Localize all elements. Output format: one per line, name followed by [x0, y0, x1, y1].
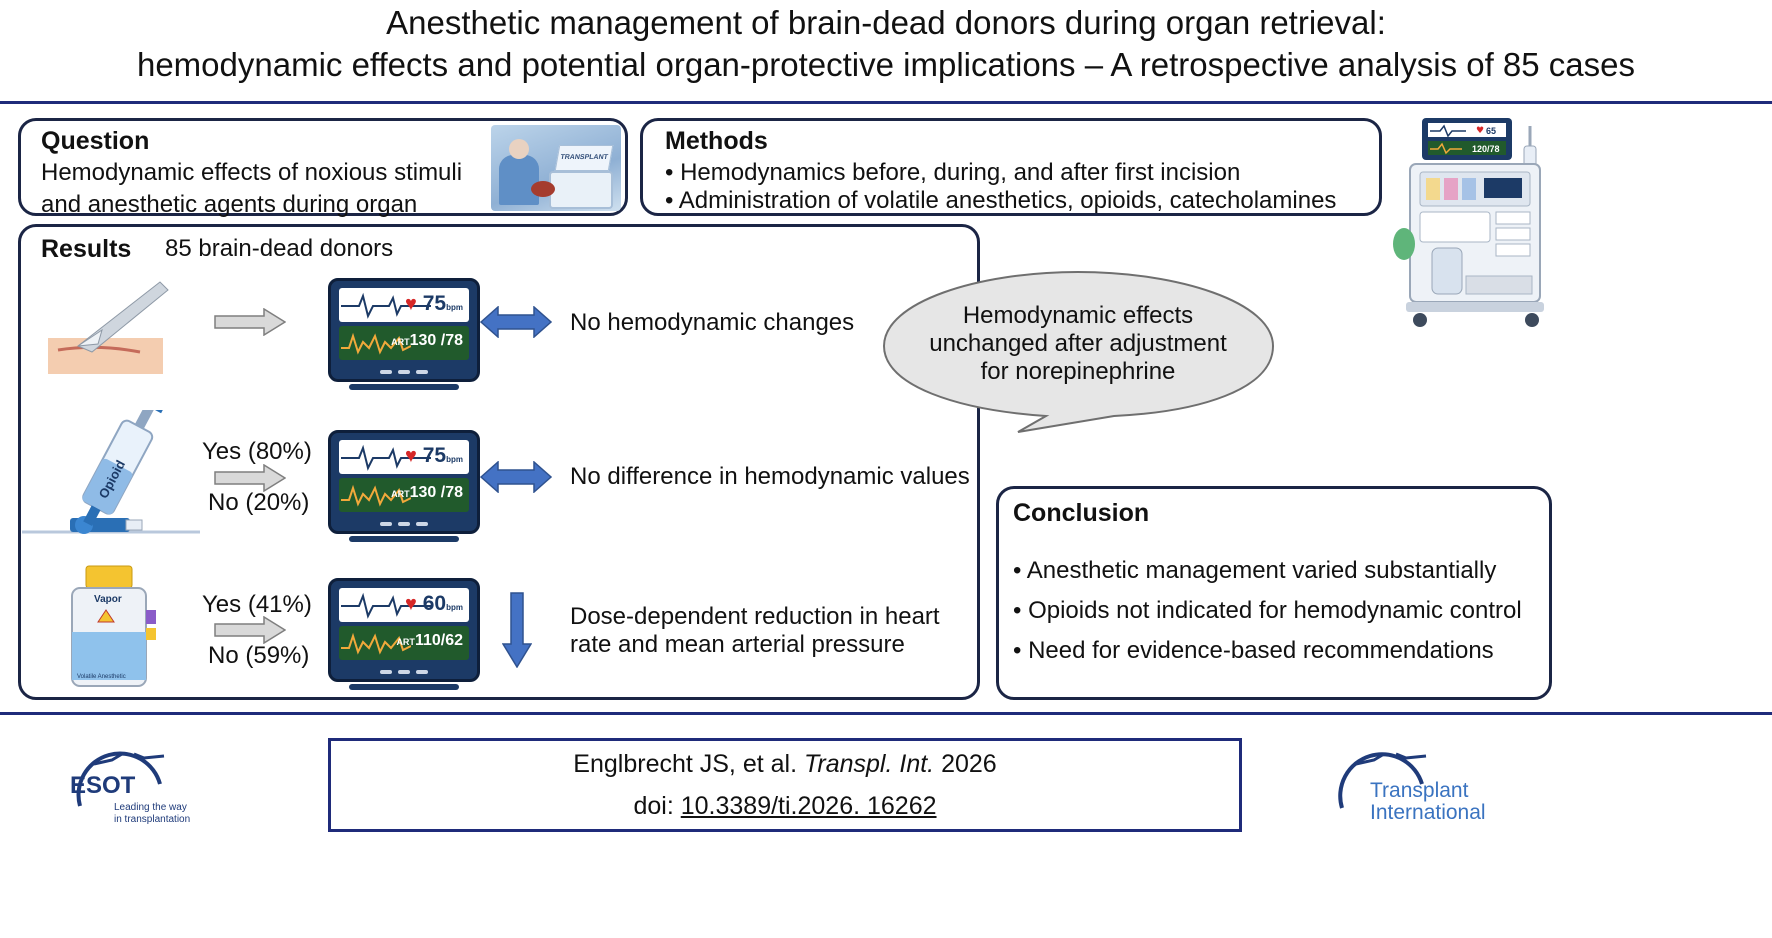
methods-bullet-1: • Hemodynamics before, during, and after…: [665, 159, 1241, 186]
machine-hr: 65: [1486, 126, 1496, 136]
row2-no: No (20%): [208, 489, 310, 516]
row3-gray-arrow: [214, 616, 286, 644]
row1-blood-pressure: 130 /78: [409, 332, 463, 349]
row2-blood-pressure: 130 /78: [409, 484, 463, 501]
esot-tagline-1: Leading the way: [114, 802, 187, 813]
row3-blood-pressure: 110/62: [414, 632, 463, 649]
question-panel: Question Hemodynamic effects of noxious …: [18, 118, 628, 250]
results-subheading: 85 brain-dead donors: [165, 235, 394, 262]
ti-logo-text: Transplant International: [1370, 780, 1486, 824]
ti-logo-line-2: International: [1370, 801, 1486, 824]
results-panel: Results 85 brain-dead donors: [18, 224, 980, 700]
vapor-sub-label: Volatile Anesthetic: [77, 674, 126, 680]
top-divider: [0, 101, 1772, 104]
page-title: Anesthetic management of brain-dead dono…: [0, 2, 1772, 86]
row2-yes: Yes (80%): [202, 438, 312, 465]
vaporizer-image: Vapor Volatile Anesthetic: [64, 562, 164, 692]
transplant-box-label: TRANSPLANT: [554, 145, 614, 171]
vapor-label: Vapor: [94, 594, 122, 605]
transplant-international-logo: Transplant International: [1326, 734, 1536, 830]
row1-double-arrow: [480, 306, 552, 338]
methods-panel: Methods • Hemodynamics before, during, a…: [640, 118, 1382, 216]
question-heading: Question: [41, 127, 150, 155]
citation-box: Englbrecht JS, et al. Transpl. Int. 2026…: [328, 738, 1242, 832]
title-line-2: hemodynamic effects and potential organ-…: [136, 46, 1636, 83]
row3-hr-unit: bpm: [446, 603, 463, 612]
organ-retrieval-image: TRANSPLANT: [491, 125, 621, 211]
row3-outcome-line-2: rate and mean arterial pressure: [570, 631, 905, 658]
scalpel-image: [48, 272, 188, 376]
doi-line: doi: 10.3389/ti.2026. 16262: [331, 785, 1239, 827]
esot-logo: ESOT Leading the way in transplantation: [64, 734, 224, 830]
row1-heart-rate: 75: [422, 292, 447, 315]
citation-year: 2026: [941, 750, 997, 778]
row2-heart-rate: 75: [422, 444, 447, 467]
doi-label: doi:: [633, 792, 674, 820]
row2-gray-arrow: [214, 464, 286, 492]
row3-down-arrow: [502, 592, 532, 668]
conclusion-bullet-1: • Anesthetic management varied substanti…: [1013, 557, 1497, 584]
citation-authors: Englbrecht JS, et al.: [573, 750, 798, 778]
row1-gray-arrow: [214, 308, 286, 336]
row3-bp-prefix: ART: [396, 637, 415, 647]
row1-bp-prefix: ART: [391, 337, 410, 347]
row2-hr-unit: bpm: [446, 455, 463, 464]
ti-logo-line-1: Transplant: [1370, 779, 1469, 802]
callout-line-2: unchanged after adjustment: [929, 330, 1227, 357]
title-line-1: Anesthetic management of brain-dead dono…: [386, 4, 1386, 41]
callout-bubble: [882, 270, 1275, 433]
callout-line-1: Hemodynamic effects: [962, 302, 1194, 329]
citation-line: Englbrecht JS, et al. Transpl. Int. 2026: [331, 743, 1239, 785]
callout-line-3: for norepinephrine: [980, 358, 1176, 385]
row2-monitor: ♥ 75bpm ART130 /78: [328, 430, 480, 542]
row3-heart-rate: 60: [422, 592, 447, 615]
anesthesia-machine-image: 65 ♥ 120/78: [1392, 116, 1564, 334]
row2-bp-prefix: ART: [391, 489, 410, 499]
doi-link[interactable]: 10.3389/ti.2026. 16262: [680, 792, 937, 820]
esot-tagline: Leading the way in transplantation: [114, 802, 190, 826]
machine-bp: 120/78: [1472, 144, 1500, 154]
svg-text:♥: ♥: [1476, 126, 1484, 136]
opioid-syringe-image: Opioid: [22, 395, 202, 540]
callout-text: Hemodynamic effects unchanged after adju…: [900, 302, 1256, 386]
esot-tagline-2: in transplantation: [114, 814, 191, 825]
citation-journal: Transpl. Int.: [803, 750, 935, 778]
row3-no: No (59%): [208, 642, 310, 669]
esot-logo-name: ESOT: [70, 772, 136, 799]
row1-monitor: ♥ 75bpm ART130 /78: [328, 278, 480, 390]
row2-outcome: No difference in hemodynamic values: [570, 463, 970, 490]
results-heading: Results: [41, 235, 132, 263]
conclusion-heading: Conclusion: [1013, 499, 1150, 527]
row1-hr-unit: bpm: [446, 303, 463, 312]
row3-outcome-line-1: Dose-dependent reduction in heart: [570, 603, 940, 630]
row3-yes: Yes (41%): [202, 591, 312, 618]
row3-monitor: ♥ 60bpm ART110/62: [328, 578, 480, 690]
row2-double-arrow: [480, 461, 552, 493]
row1-outcome: No hemodynamic changes: [570, 309, 855, 336]
methods-bullet-2: • Administration of volatile anesthetics…: [665, 187, 1337, 214]
conclusion-bullet-2: • Opioids not indicated for hemodynamic …: [1013, 597, 1522, 624]
conclusion-panel: Conclusion • Anesthetic management varie…: [996, 486, 1552, 700]
methods-heading: Methods: [665, 127, 768, 155]
question-text: Hemodynamic effects of noxious stimuli a…: [41, 159, 463, 250]
conclusion-bullet-3: • Need for evidence-based recommendation…: [1013, 637, 1494, 664]
bottom-divider: [0, 712, 1772, 715]
